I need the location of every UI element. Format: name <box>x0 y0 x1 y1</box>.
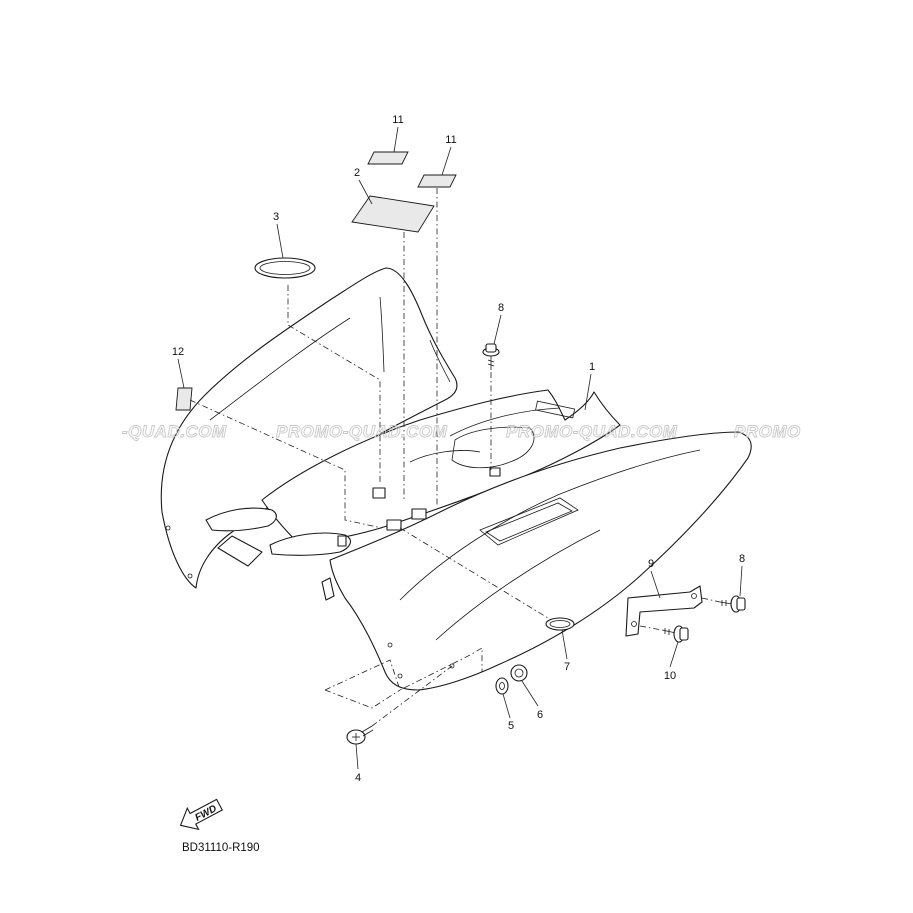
part-12-sticker <box>175 387 193 411</box>
watermark-text-2: PROMO-QUAD.COM <box>276 422 448 441</box>
figure-code: BD31110-R190 <box>182 842 260 854</box>
part-10-bolt <box>661 625 689 643</box>
callout-5: 5 <box>508 720 514 732</box>
callout-9: 9 <box>648 558 654 570</box>
part-2-damper-pad <box>351 195 435 233</box>
part-9-bracket <box>625 585 703 637</box>
part-7-seal-ring <box>545 617 575 631</box>
part-5-washer <box>495 677 509 695</box>
part-4-screw <box>346 725 374 745</box>
watermark: -QUAD.COM PROMO-QUAD.COM PROMO-QUAD.COM … <box>122 422 801 442</box>
part-1-fender-cover <box>160 267 752 691</box>
callout-8-top: 8 <box>498 302 504 314</box>
callout-11-left: 11 <box>392 114 403 126</box>
part-6-grommet <box>510 664 528 682</box>
part-3-seal-ring <box>254 257 316 279</box>
watermark-text-3: PROMO-QUAD.COM <box>506 422 678 441</box>
callout-6: 6 <box>537 709 543 721</box>
part-8-bolt-top <box>482 343 500 370</box>
callout-12: 12 <box>172 346 184 358</box>
callout-11-right: 11 <box>445 134 456 146</box>
callout-4: 4 <box>355 772 361 784</box>
callout-8-right: 8 <box>739 553 745 565</box>
callout-10: 10 <box>664 670 676 682</box>
callout-labels: 11 11 2 3 12 8 1 9 8 10 7 6 5 4 <box>172 114 745 784</box>
part-8-bolt-right <box>719 595 746 613</box>
part-11-pad-right <box>417 174 457 188</box>
watermark-text-1: -QUAD.COM <box>122 422 227 441</box>
callout-2: 2 <box>354 167 360 179</box>
fwd-label: FWD <box>193 803 218 823</box>
callout-7: 7 <box>564 661 570 673</box>
callout-1: 1 <box>589 361 595 373</box>
part-11-pad-left <box>367 151 409 165</box>
watermark-text-4: PROMO <box>734 422 801 441</box>
callout-3: 3 <box>273 211 279 223</box>
fwd-arrow-icon: FWD <box>179 798 223 831</box>
leader-lines <box>177 126 743 770</box>
assembly-lines <box>189 188 721 727</box>
